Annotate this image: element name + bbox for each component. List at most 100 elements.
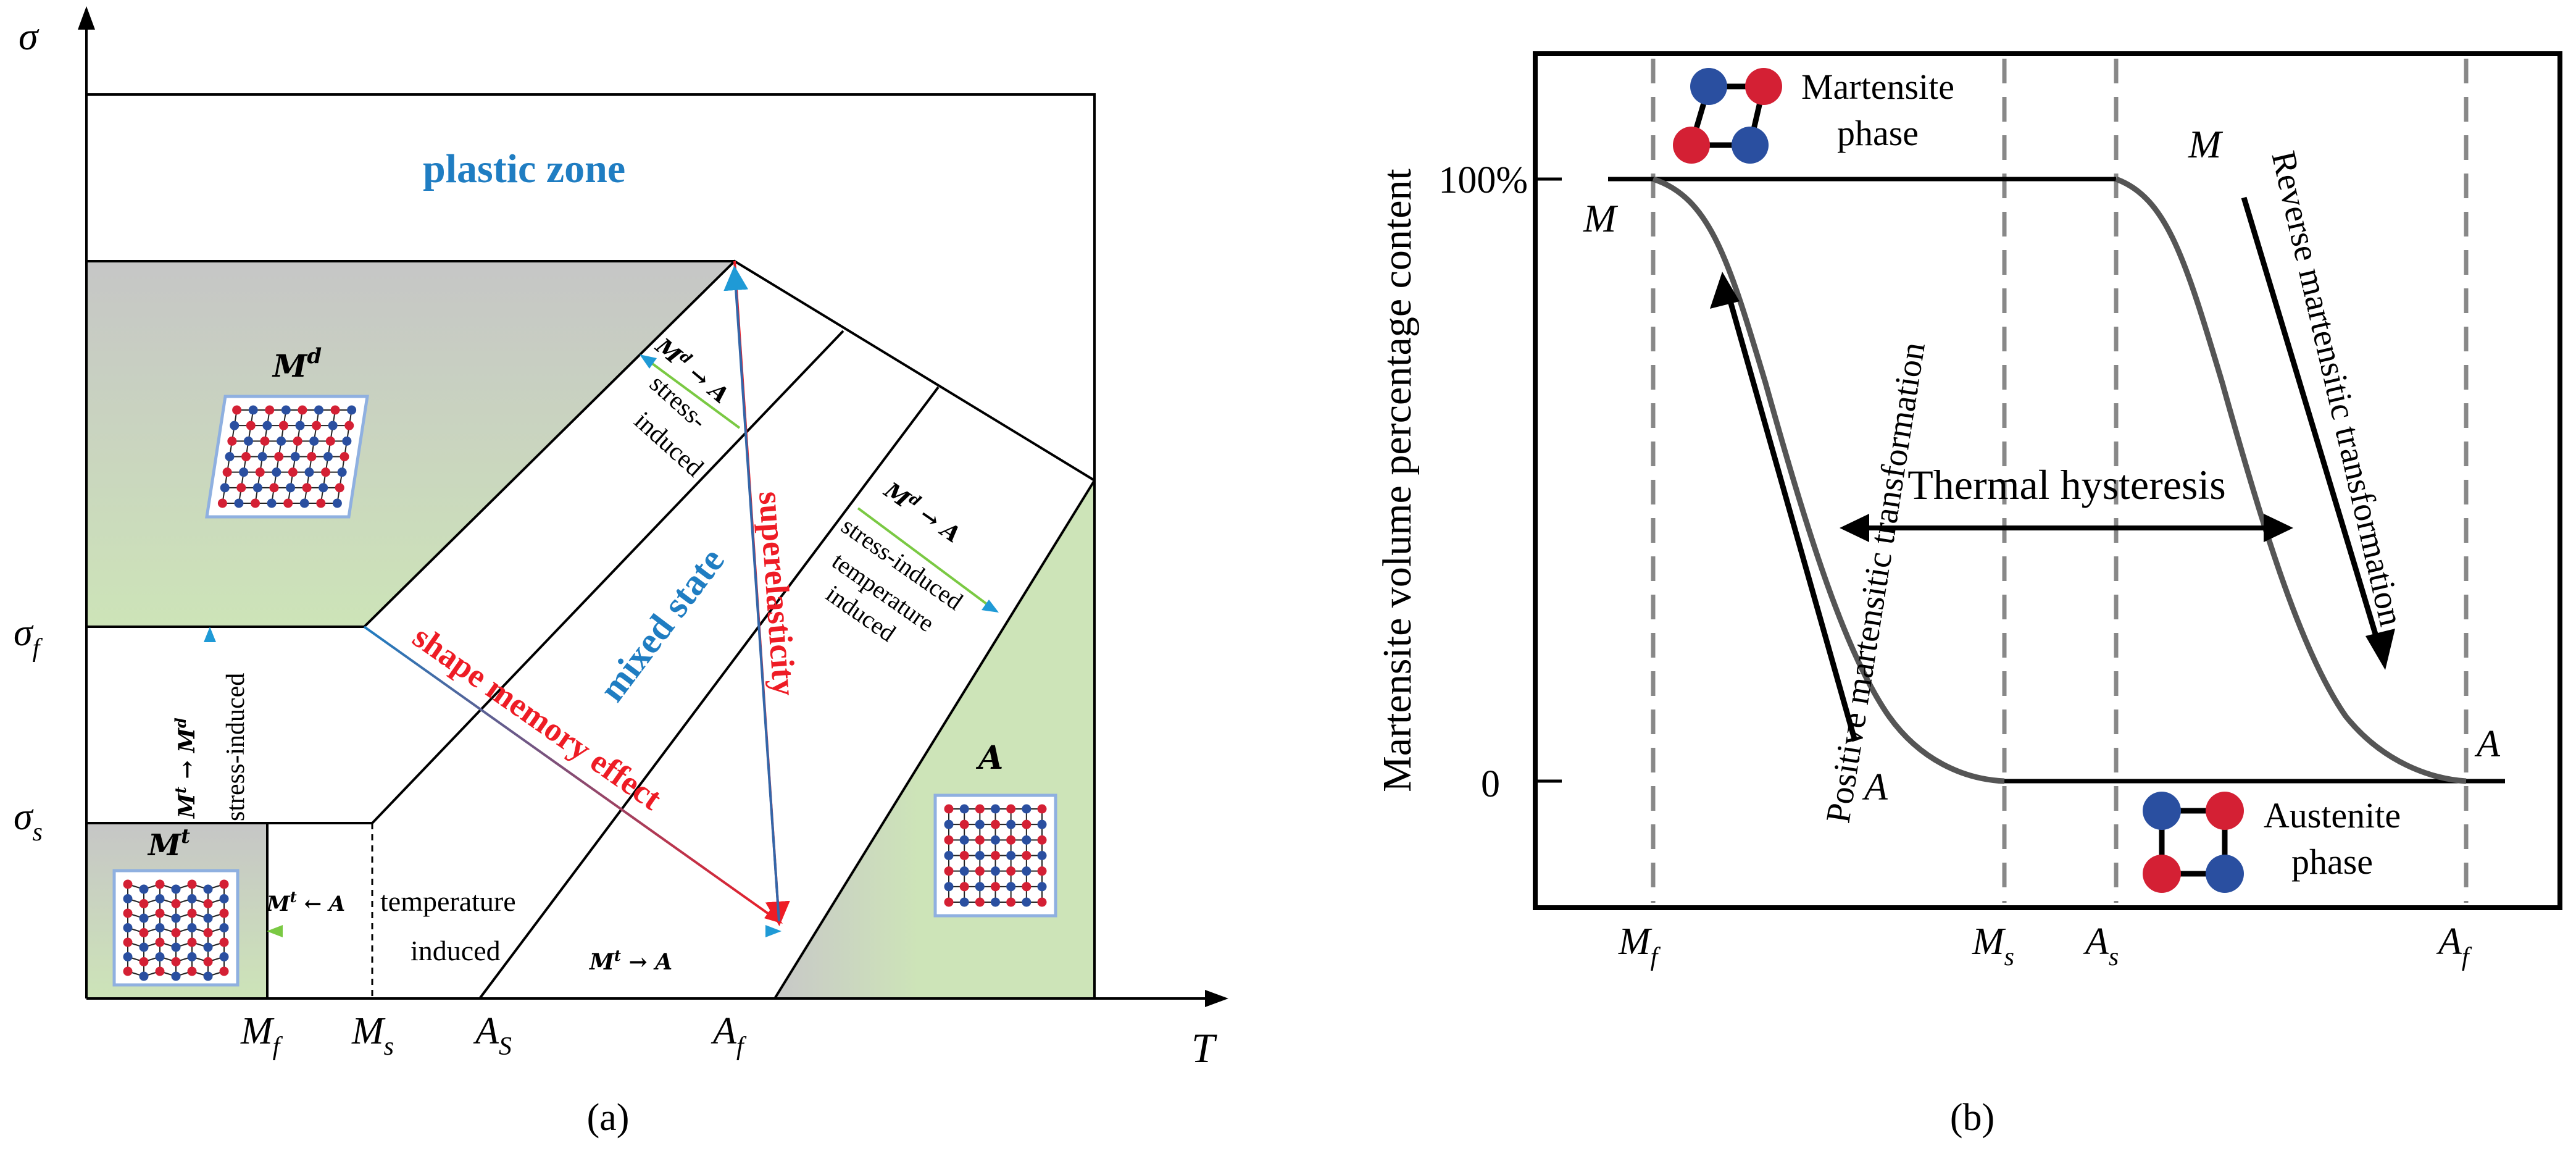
lattice-atom <box>1022 851 1032 860</box>
austenite-phase-icon <box>2143 792 2244 893</box>
x-tick-as: AS <box>473 1010 512 1061</box>
lattice-atom <box>340 452 349 461</box>
induced-label: induced <box>411 935 501 966</box>
lattice-atom <box>262 421 272 430</box>
lattice-atom <box>232 405 242 415</box>
lattice-atom <box>1006 835 1016 845</box>
lattice-atom <box>944 897 954 907</box>
lattice-atom <box>139 899 149 908</box>
lattice-atom <box>123 966 133 976</box>
md-lattice-image <box>205 395 369 519</box>
lattice-atom <box>219 894 229 903</box>
lattice-atom <box>1022 835 1032 845</box>
lattice-atom <box>251 498 261 508</box>
thermal-hysteresis-left-head <box>1840 514 1869 542</box>
lattice-atom <box>234 498 244 508</box>
reverse-transformation-label: Reverse martensitic transformation <box>2264 148 2410 630</box>
lattice-atom <box>1006 819 1016 829</box>
lattice-atom <box>1006 882 1016 892</box>
lattice-atom <box>298 405 307 415</box>
lattice-atom <box>1037 804 1047 814</box>
point-a-right: A <box>2474 723 2501 765</box>
md-zone <box>86 261 735 627</box>
forward-arrow <box>1724 289 1858 742</box>
y-axis-label: σ <box>19 14 40 58</box>
md-to-a-right-arrow <box>857 507 992 608</box>
mt-lattice-image <box>112 869 240 987</box>
md-to-a-right-arrowhead <box>982 600 999 613</box>
lattice-atom <box>1037 819 1047 829</box>
lattice-atom <box>230 421 240 430</box>
lattice-atom <box>203 884 213 894</box>
lattice-atom <box>203 957 213 966</box>
lattice-atom <box>316 498 326 508</box>
lattice-atom <box>155 952 165 961</box>
lattice-atom <box>975 851 985 860</box>
lattice-atom <box>155 894 165 903</box>
lattice-atom <box>139 971 149 981</box>
lattice-atom <box>203 899 213 908</box>
a-lattice-image <box>933 793 1057 918</box>
lattice-atom <box>171 884 181 894</box>
lattice-atom <box>155 923 165 932</box>
y-tick-sigma-f: σf <box>14 612 43 663</box>
lattice-atom <box>1022 819 1032 829</box>
mt-zone-label: Mt <box>147 824 190 863</box>
lattice-atom <box>203 942 213 952</box>
lattice-atom <box>241 452 251 461</box>
mt-a-right-arrowhead <box>765 925 782 937</box>
lattice-atom <box>217 498 227 508</box>
lattice-atom <box>290 452 300 461</box>
mt-to-md-arrowhead <box>204 627 216 642</box>
mt-to-a-label: Mt → A <box>588 947 672 975</box>
y-axis-arrow <box>78 6 95 30</box>
lattice-atom <box>123 952 133 961</box>
lattice-atom <box>139 913 149 923</box>
lattice-atom <box>299 498 309 508</box>
lattice-atom <box>312 421 322 430</box>
mt-from-a-label: Mt ← A <box>266 888 345 916</box>
lattice-atom <box>975 882 985 892</box>
lattice-atom <box>171 899 181 908</box>
lattice-atom <box>236 483 246 493</box>
lattice-atom <box>991 882 1000 892</box>
x-tick-mf: Mf <box>240 1010 283 1061</box>
lattice-atom <box>321 467 331 477</box>
lattice-atom <box>293 436 302 446</box>
lattice-atom <box>281 405 291 415</box>
panel-a: σ T σf σs Mf Ms AS Af plastic zone Md Mt… <box>14 6 1228 1139</box>
lattice-atom <box>309 436 319 446</box>
lattice-atom <box>203 971 213 981</box>
b-x-tick-as: As <box>2083 921 2119 971</box>
lattice-atom <box>171 957 181 966</box>
mt-from-a-note: temperature <box>380 885 516 917</box>
lattice-atom <box>335 483 344 493</box>
a-zone-label: A <box>975 739 1003 777</box>
lattice-atom <box>991 866 1000 876</box>
shape-memory-arrowhead <box>764 908 783 924</box>
reverse-arrowhead <box>2366 629 2395 670</box>
lattice-atom <box>187 879 197 889</box>
point-m-right: M <box>2188 122 2224 166</box>
lattice-atom <box>219 908 229 918</box>
lattice-atom <box>171 942 181 952</box>
lattice-atom <box>944 835 954 845</box>
md-zone-label: Md <box>272 344 322 384</box>
superelasticity-label: superelasticity <box>752 490 803 697</box>
lattice-atom <box>272 467 281 477</box>
shape-memory-arrow <box>363 626 780 923</box>
lattice-atom <box>1006 851 1016 860</box>
lattice-atom <box>123 923 133 932</box>
lattice-atom <box>225 452 235 461</box>
lattice-atom <box>260 436 270 446</box>
thermal-hysteresis-label: Thermal hysteresis <box>1907 461 2226 508</box>
lattice-atom <box>187 908 197 918</box>
lattice-atom <box>139 942 149 952</box>
lattice-atom <box>187 966 197 976</box>
lattice-atom <box>219 937 229 947</box>
lattice-atom <box>991 835 1000 845</box>
lattice-atom <box>991 897 1000 907</box>
md-to-a-upper-arrow <box>644 358 741 429</box>
